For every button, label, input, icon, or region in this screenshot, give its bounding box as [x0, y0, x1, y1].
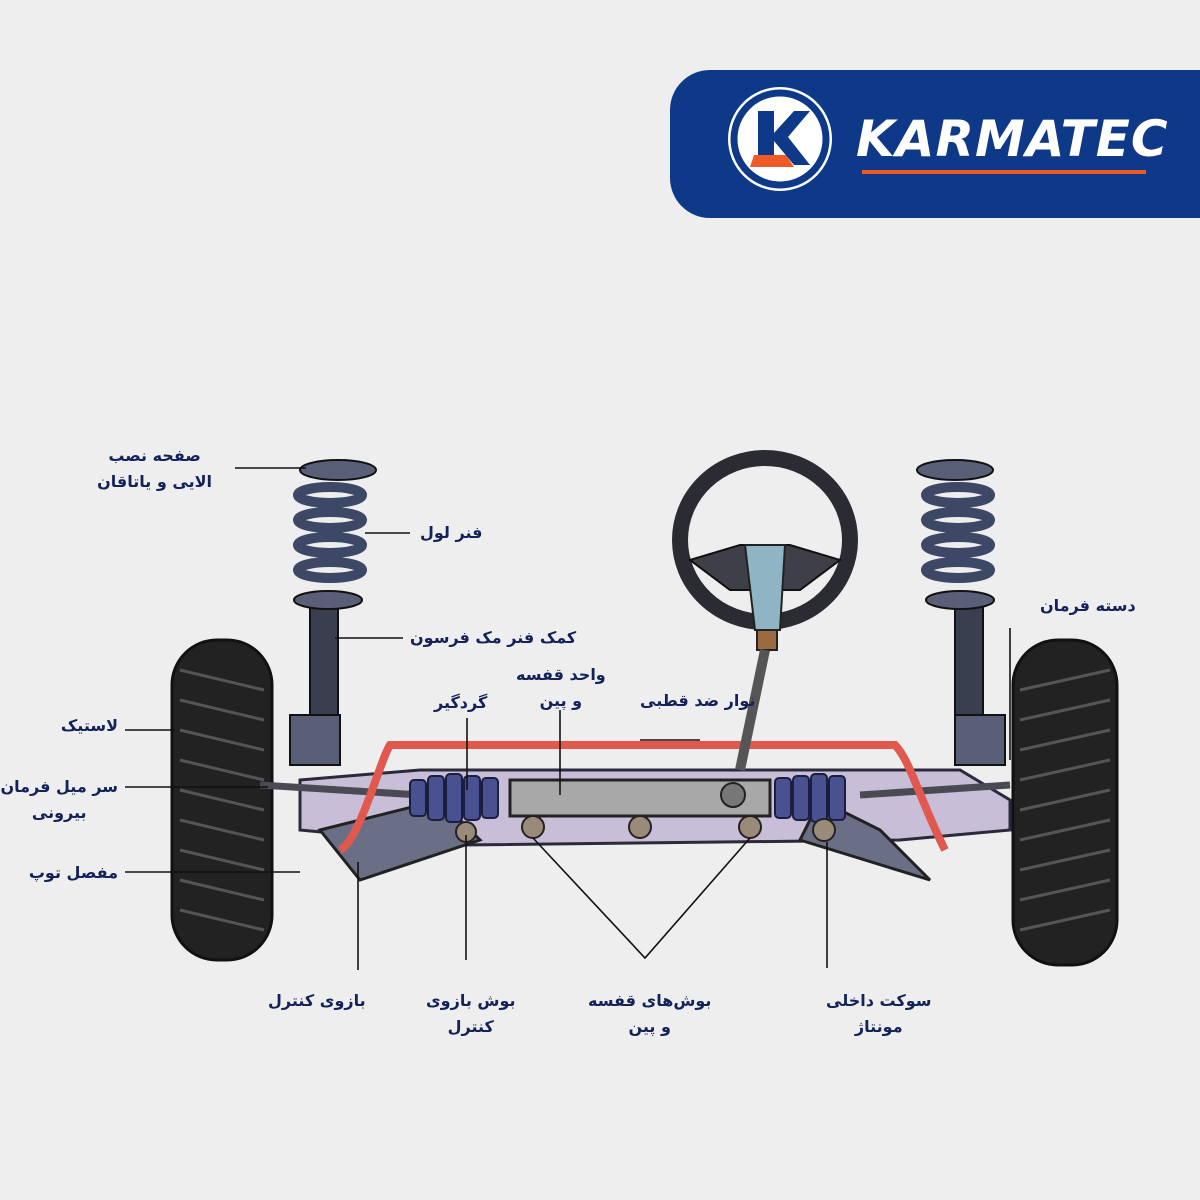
anti-roll-bar [337, 741, 949, 854]
label-rack-pinion: واحد قفسه و پین [516, 665, 606, 710]
label-dust-boot: گردگیر [434, 693, 488, 712]
rack-bushing-bolts [455, 815, 836, 843]
left-strut [289, 459, 377, 766]
label-top-mount: صفحه نصب الایی و یاتاقان [97, 446, 212, 491]
label-steering-knuckle: دسته فرمان [1040, 596, 1136, 615]
label-macpherson: کمک فنر مک فرسون [410, 628, 577, 647]
karmatec-logo [728, 87, 832, 191]
left-tire [170, 638, 274, 962]
label-anti-roll-bar: نوار ضد قطبی [640, 691, 756, 710]
label-control-arm-bushing: بوش بازوی کنترل [426, 991, 516, 1036]
brand-underline [862, 170, 1146, 174]
label-control-arm: بازوی کنترل [268, 991, 366, 1010]
label-inner-socket: سوکت داخلی مونتاژ [826, 991, 932, 1036]
label-tire: لاستیک [60, 716, 118, 735]
label-ball-joint: مفصل توپ [28, 863, 118, 882]
leader-rack-bushings [532, 837, 751, 960]
label-coil-spring: فنر لول [420, 523, 483, 542]
brand-name: KARMATEC [856, 110, 1169, 168]
right-boot [774, 773, 846, 823]
label-outer-tie-rod: سر میل فرمان بیرونی [0, 777, 118, 822]
left-boot [409, 773, 499, 823]
steering-column [720, 544, 787, 808]
right-tie-rod [859, 781, 1011, 799]
brand-banner: KARMATEC [670, 70, 1200, 218]
left-tie-rod [259, 781, 421, 799]
logo-k-icon [730, 89, 830, 189]
label-rack-bushings: بوش‌های قفسه و پین [588, 991, 712, 1036]
right-strut [916, 459, 1006, 766]
right-tire [1011, 638, 1119, 967]
